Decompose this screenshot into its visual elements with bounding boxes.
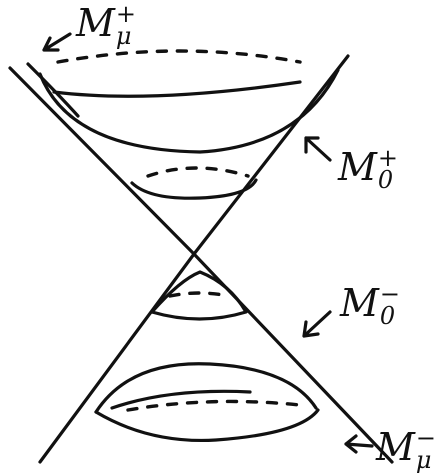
- lower-inner-rim: [168, 291, 230, 298]
- arrow-m-0-minus: [302, 310, 332, 338]
- label-m-0-minus-sub: 0: [379, 301, 396, 330]
- label-m-mu-minus-sub: μ: [415, 445, 432, 474]
- upper-inner-bowl: [130, 178, 258, 200]
- label-m-mu-minus: M−μ: [376, 424, 437, 474]
- cone-line-left-inner: [26, 62, 80, 118]
- label-m-mu-minus-sup: −: [415, 424, 437, 452]
- label-m-0-minus-sup: −: [379, 280, 401, 308]
- label-m-mu-plus-sup: +: [115, 0, 137, 28]
- label-m-mu-plus-sub: μ: [115, 21, 132, 50]
- arrow-m-mu-plus: [42, 32, 72, 52]
- arrow-m-0-plus: [304, 136, 332, 162]
- upper-inner-rim: [146, 166, 250, 178]
- label-m-0-plus: M+0: [338, 144, 399, 194]
- lower-outer-rim: [126, 399, 302, 412]
- cone-line-left: [8, 66, 394, 464]
- upper-hyperboloid-rim: [56, 49, 302, 64]
- arrow-m-mu-minus: [344, 434, 374, 454]
- label-m-0-minus: M−0: [340, 280, 401, 330]
- lower-outer-flare: [110, 389, 252, 410]
- lower-outer-top: [94, 362, 318, 414]
- label-m-mu-plus: M+μ: [76, 0, 137, 50]
- label-m-0-plus-sup: +: [377, 144, 399, 172]
- lower-inner-bowl: [150, 270, 248, 321]
- lower-outer-bottom: [94, 408, 320, 443]
- label-m-0-plus-sub: 0: [377, 165, 394, 194]
- upper-hyperboloid-bowl: [38, 68, 340, 154]
- upper-hyperboloid-lower-edge: [52, 80, 302, 98]
